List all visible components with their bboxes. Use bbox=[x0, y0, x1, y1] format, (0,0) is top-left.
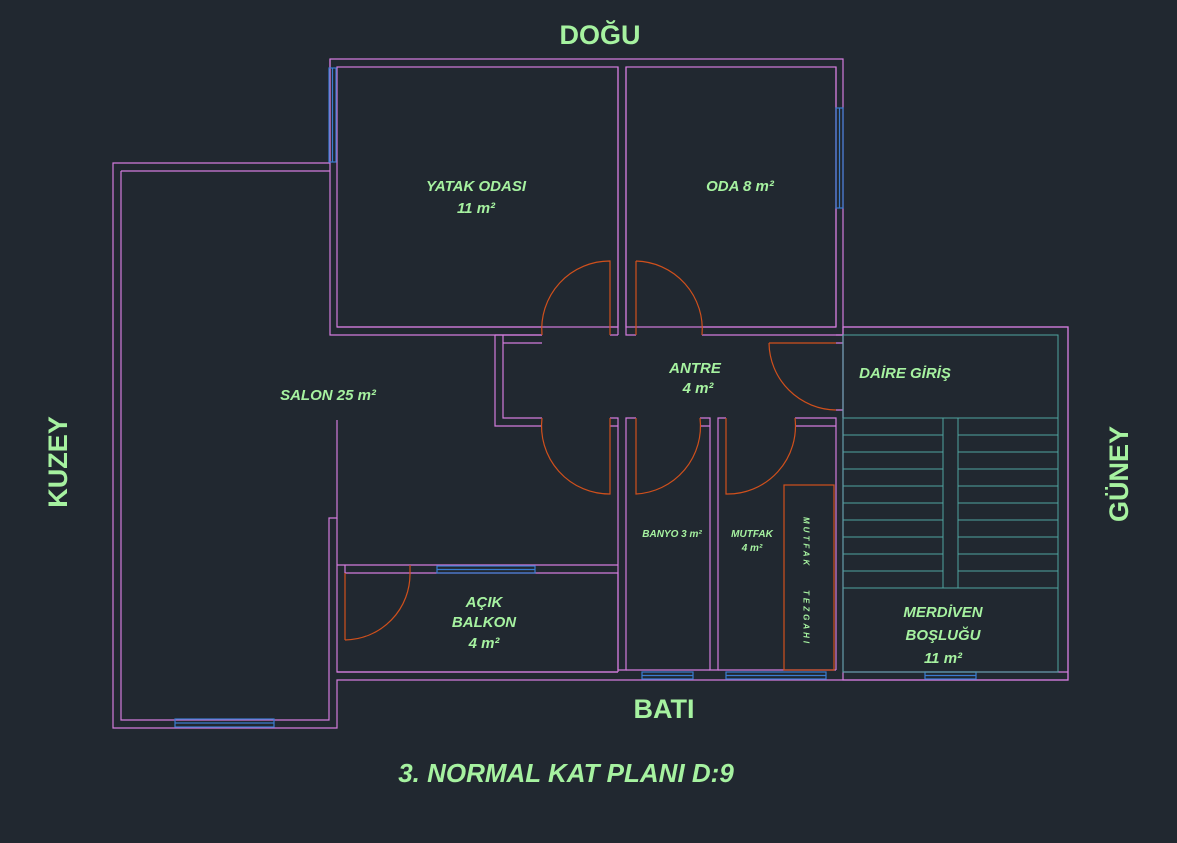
counter-label-2: TEZGAHI bbox=[802, 590, 811, 646]
room-area-mutfak: 4 m² bbox=[741, 543, 763, 554]
kitchen-counter bbox=[783, 484, 835, 671]
door-balcony bbox=[344, 565, 411, 641]
salon-inner-wall bbox=[120, 170, 338, 721]
door-bathroom bbox=[635, 417, 702, 495]
room-label-antre: ANTRE bbox=[668, 360, 722, 377]
room-label-balkon-1: AÇIK bbox=[465, 594, 504, 611]
room-label-merdiven-1: MERDİVEN bbox=[903, 604, 983, 621]
windows bbox=[174, 67, 977, 728]
room-area-yatak-odasi: 11 m² bbox=[457, 200, 496, 217]
direction-south: GÜNEY bbox=[1104, 426, 1134, 522]
stairs bbox=[842, 334, 1059, 673]
room-area-balkon: 4 m² bbox=[468, 635, 501, 652]
room-label-balkon-2: BALKON bbox=[452, 614, 517, 631]
doors bbox=[344, 260, 837, 641]
door-entrance bbox=[768, 342, 837, 411]
room-label-mutfak: MUTFAK bbox=[731, 529, 773, 540]
room-oda-walls bbox=[625, 66, 837, 328]
room-label-daire-giris: DAİRE GİRİŞ bbox=[859, 365, 951, 382]
door-kitchen bbox=[725, 417, 797, 495]
room-area-merdiven: 11 m² bbox=[924, 650, 963, 667]
direction-north: KUZEY bbox=[43, 416, 73, 508]
room-label-banyo: BANYO 3 m² bbox=[642, 529, 702, 540]
door-oda bbox=[635, 260, 703, 336]
plan-title: 3. NORMAL KAT PLANI D:9 bbox=[398, 758, 734, 788]
direction-west: BATI bbox=[634, 694, 695, 724]
room-label-oda: ODA 8 m² bbox=[706, 178, 775, 195]
room-label-yatak-odasi: YATAK ODASI bbox=[426, 178, 527, 195]
counter-label-1: MUTFAK bbox=[802, 517, 811, 568]
room-area-antre: 4 m² bbox=[682, 380, 715, 397]
direction-east: DOĞU bbox=[560, 19, 641, 50]
door-antre-left bbox=[540, 417, 611, 495]
door-bedroom bbox=[541, 260, 611, 336]
bedroom-walls bbox=[336, 66, 619, 328]
room-label-merdiven-2: BOŞLUĞU bbox=[906, 626, 982, 644]
room-label-salon: SALON 25 m² bbox=[280, 387, 377, 404]
antre-walls bbox=[494, 334, 542, 427]
